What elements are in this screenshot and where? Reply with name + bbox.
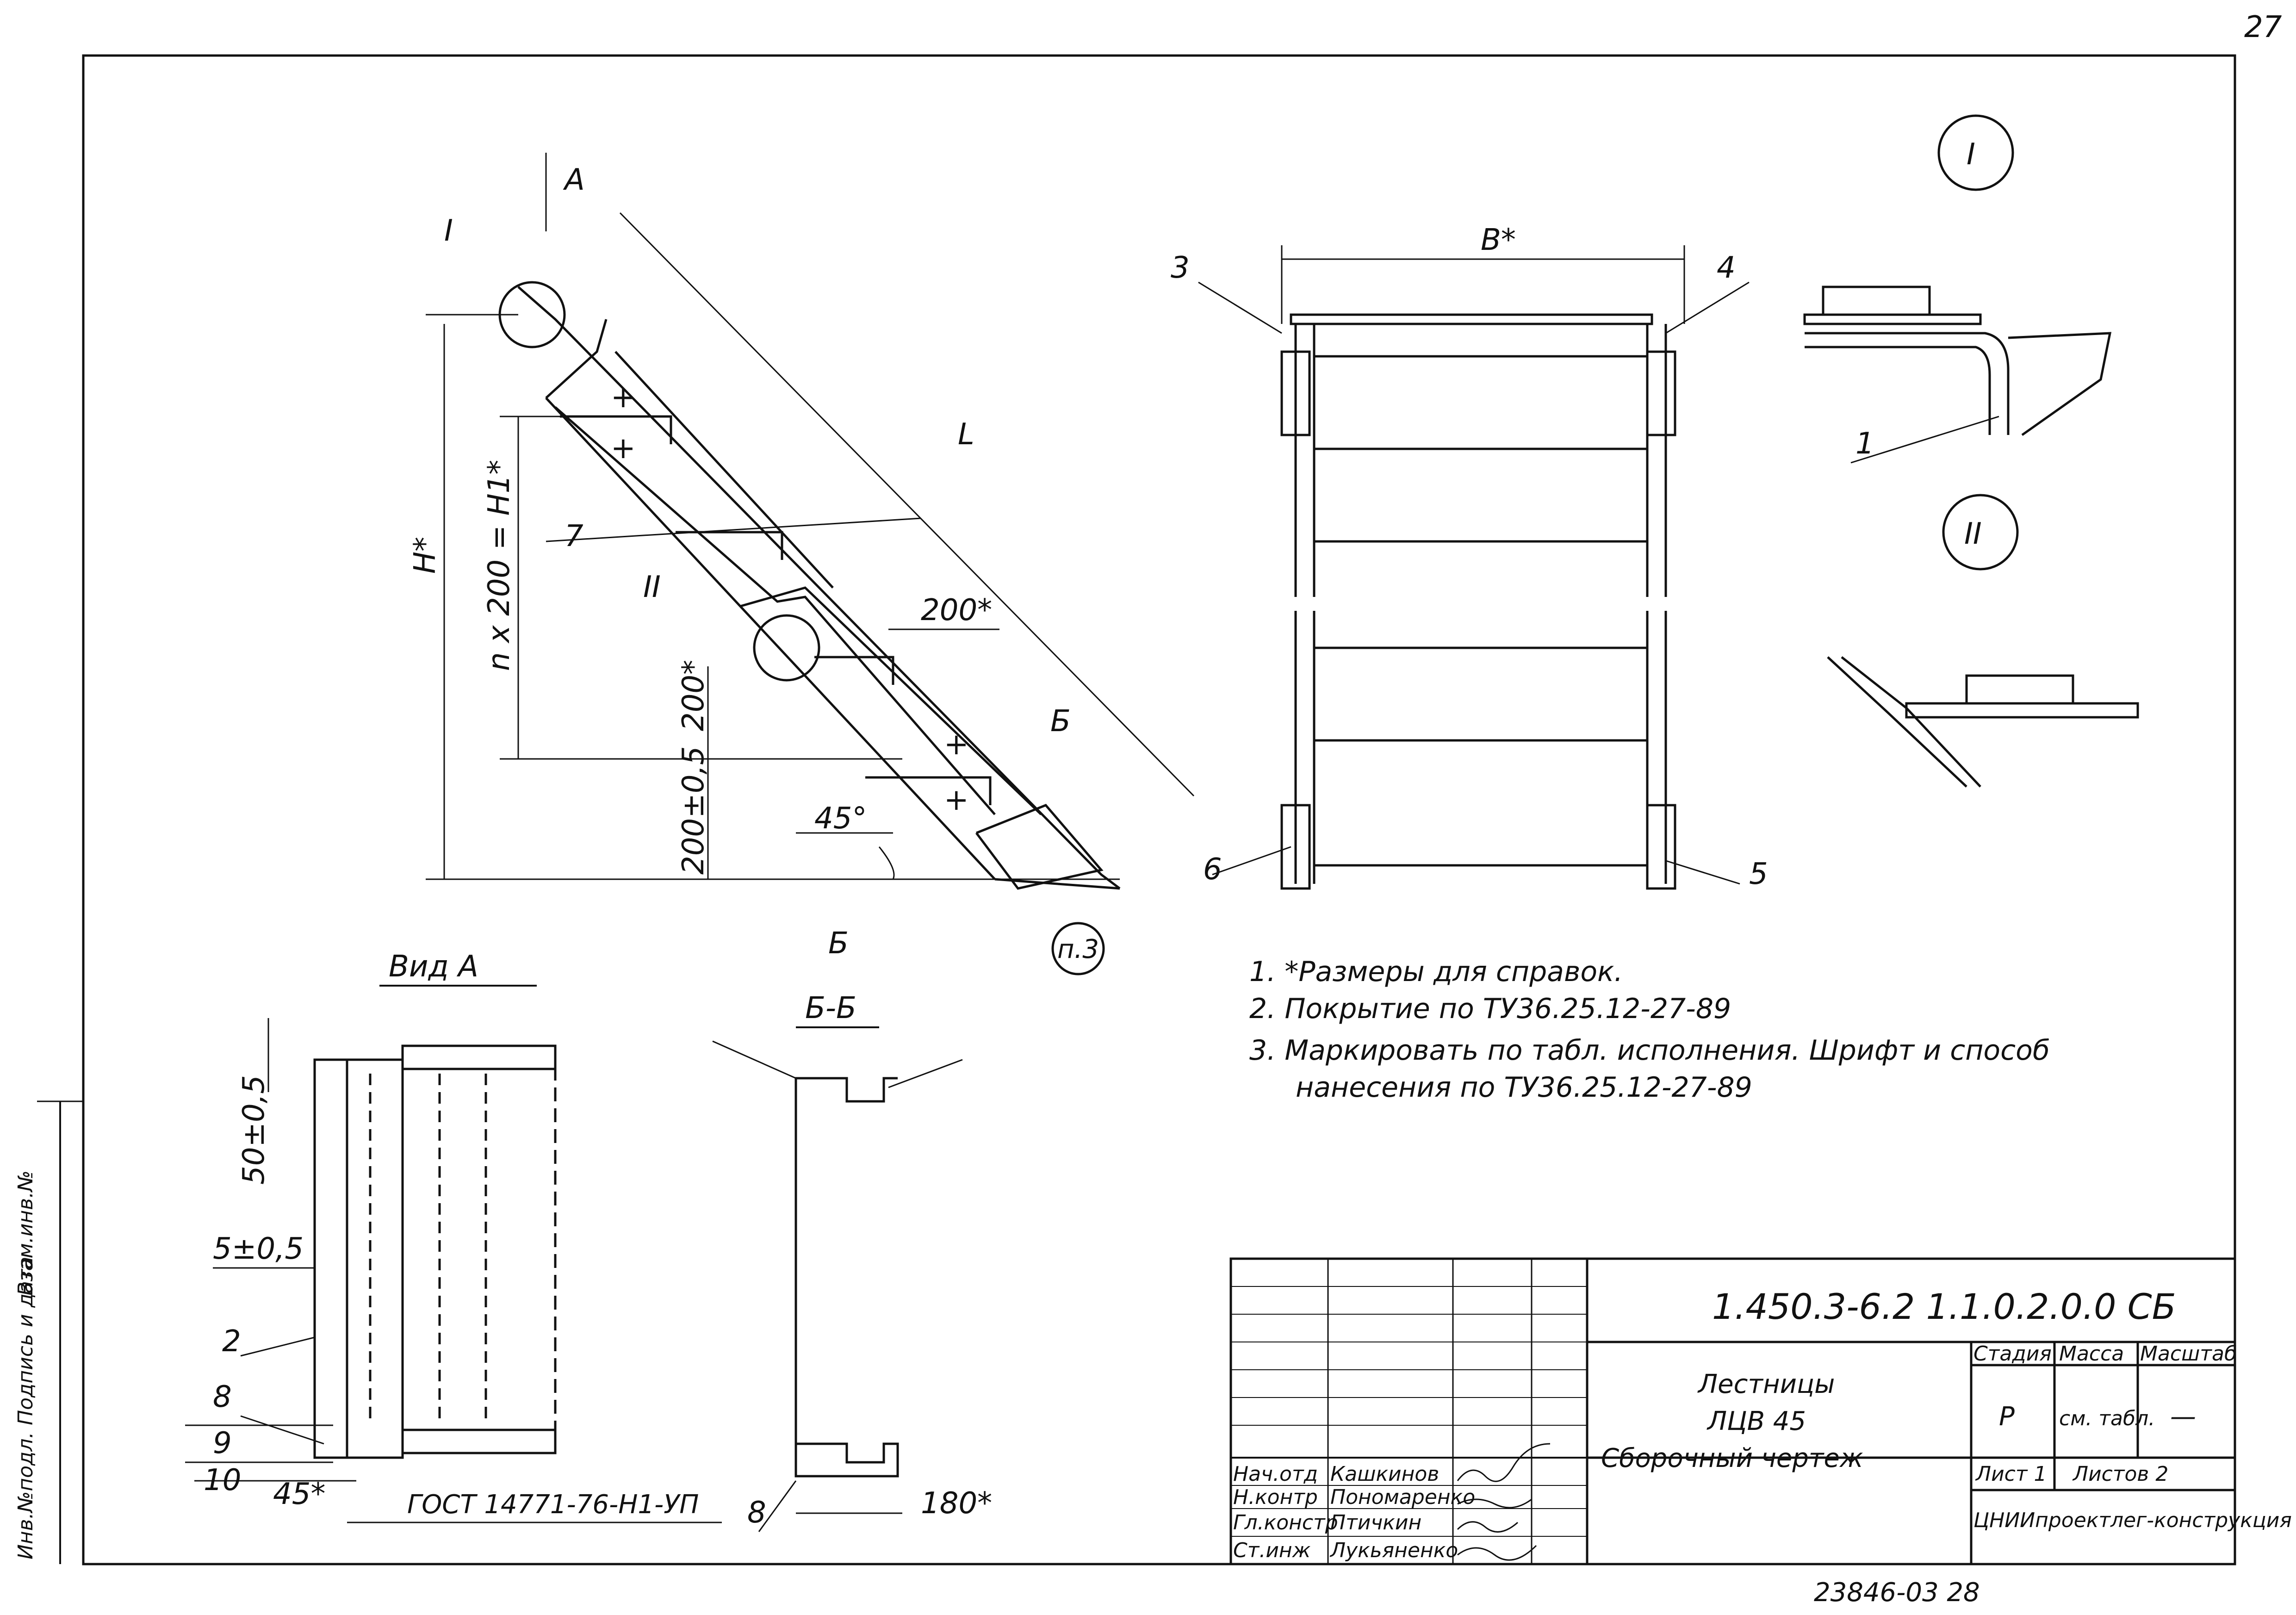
- section-bb-title: Б-Б: [805, 991, 856, 1025]
- organization: ЦНИИпроектлег-конструкция: [1973, 1509, 2292, 1532]
- callout-6: 6: [1203, 852, 1222, 887]
- dim-height: Н*: [408, 537, 442, 574]
- arrow-b-bottom-label: Б: [828, 926, 849, 961]
- gost-reference: ГОСТ 14771-76-Н1-УП: [407, 1490, 699, 1520]
- dim-step-v: 200*: [676, 660, 711, 731]
- scale-value: —: [2170, 1402, 2196, 1432]
- title-line: ЛЦВ 45: [1706, 1406, 1806, 1436]
- view-a-title: Вид А: [389, 950, 478, 984]
- dim-angle: 45°: [814, 801, 867, 836]
- side-strip-text: Взам.инв.№: [14, 1170, 37, 1296]
- detail-2-marker: II: [643, 570, 661, 604]
- mass-header: Масса: [2059, 1342, 2124, 1366]
- corner-mark: 27: [2244, 10, 2282, 44]
- notes: 1. *Размеры для справок. 2. Покрытие по …: [1249, 956, 2050, 1104]
- role-3: Гл.констр: [1233, 1511, 1338, 1534]
- sheet-number: Лист 1: [1975, 1462, 2047, 1486]
- dim-side-gap: 5±0,5: [213, 1232, 304, 1266]
- callout-3: 3: [1171, 251, 1190, 285]
- ladder-side-view: + + + +: [498, 281, 1121, 975]
- note-line: 2. Покрытие по ТУ36.25.12-27-89: [1249, 993, 1731, 1025]
- dim-section-width: 180*: [921, 1486, 992, 1521]
- ladder-front-view: [1280, 313, 1676, 890]
- side-strip-text: Инв.№подл.: [14, 1432, 37, 1559]
- section-bb-drawing: [712, 1040, 963, 1532]
- note-line: 1. *Размеры для справок.: [1249, 956, 1623, 988]
- mass-value: см. табл.: [2059, 1407, 2155, 1430]
- detail-1-view: [1803, 114, 2112, 464]
- svg-text:+: +: [611, 431, 636, 466]
- note-line: 3. Маркировать по табл. исполнения. Шриф…: [1249, 1034, 2050, 1067]
- callout-1: 1: [1855, 427, 1874, 461]
- detail-2-title: II: [1964, 517, 1982, 551]
- name-4: Лукьяненко: [1329, 1539, 1458, 1562]
- sheets-total: Листов 2: [2072, 1462, 2168, 1486]
- name-3: Птичкин: [1330, 1511, 1421, 1534]
- dim-flange: 45*: [273, 1477, 325, 1511]
- side-strip: Взам.инв.№ Подпись и дата Инв.№подл.: [14, 1100, 83, 1564]
- signatures: [1457, 1443, 1551, 1561]
- side-view-dimensions: [426, 153, 1195, 880]
- detail-1-marker: I: [444, 214, 453, 248]
- note-line: нанесения по ТУ36.25.12-27-89: [1296, 1071, 1752, 1104]
- callout-10: 10: [204, 1463, 241, 1497]
- arrow-a-label: А: [563, 163, 585, 197]
- name-2: Пономаренко: [1330, 1485, 1475, 1509]
- view-a-drawing: [313, 1044, 557, 1459]
- title-line: Лестницы: [1697, 1369, 1835, 1399]
- role-4: Ст.инж: [1233, 1539, 1311, 1562]
- stage-header: Стадия: [1973, 1342, 2052, 1366]
- callout-2: 2: [222, 1324, 241, 1359]
- view-a-dimensions: [185, 1018, 722, 1523]
- role-2: Н.контр: [1233, 1485, 1318, 1509]
- dim-step-h: 200*: [921, 593, 992, 627]
- callout-4: 4: [1717, 251, 1736, 285]
- name-1: Кашкинов: [1330, 1462, 1439, 1486]
- doc-code: 1.450.3-6.2 1.1.0.2.0.0 СБ: [1712, 1286, 2176, 1327]
- stage-value: Р: [1999, 1402, 2015, 1432]
- sheet-frame: [82, 54, 2236, 1565]
- section-callout-8: 8: [747, 1496, 766, 1530]
- scale-header: Масштаб: [2140, 1342, 2237, 1366]
- svg-text:+: +: [944, 727, 969, 762]
- callout-8: 8: [213, 1380, 232, 1414]
- callout-7: 7: [565, 519, 583, 553]
- arrow-b-top-label: Б: [1050, 704, 1071, 739]
- role-1: Нач.отд: [1233, 1462, 1318, 1486]
- dim-length: L: [958, 417, 974, 452]
- detail-1-title: I: [1967, 137, 1975, 172]
- title-block: [1229, 1257, 2236, 1565]
- dim-bottom: 200±0,5: [676, 746, 711, 875]
- svg-text:+: +: [944, 783, 969, 817]
- front-view-dimensions: [1198, 245, 1750, 885]
- callout-9: 9: [213, 1426, 232, 1460]
- callout-5: 5: [1749, 857, 1768, 891]
- svg-text:+: +: [611, 380, 636, 415]
- side-strip-text: Подпись и дата: [14, 1257, 37, 1425]
- note-ref-label: п.3: [1057, 934, 1099, 964]
- footer-number: 23846-03 28: [1814, 1578, 1980, 1608]
- dim-steps: n x 200 = H1*: [482, 460, 516, 671]
- title-line: Сборочный чертеж: [1601, 1443, 1863, 1473]
- dim-width: В*: [1481, 223, 1516, 257]
- detail-2-view: [1827, 494, 2139, 788]
- dim-top-offset: 50±0,5: [237, 1075, 271, 1185]
